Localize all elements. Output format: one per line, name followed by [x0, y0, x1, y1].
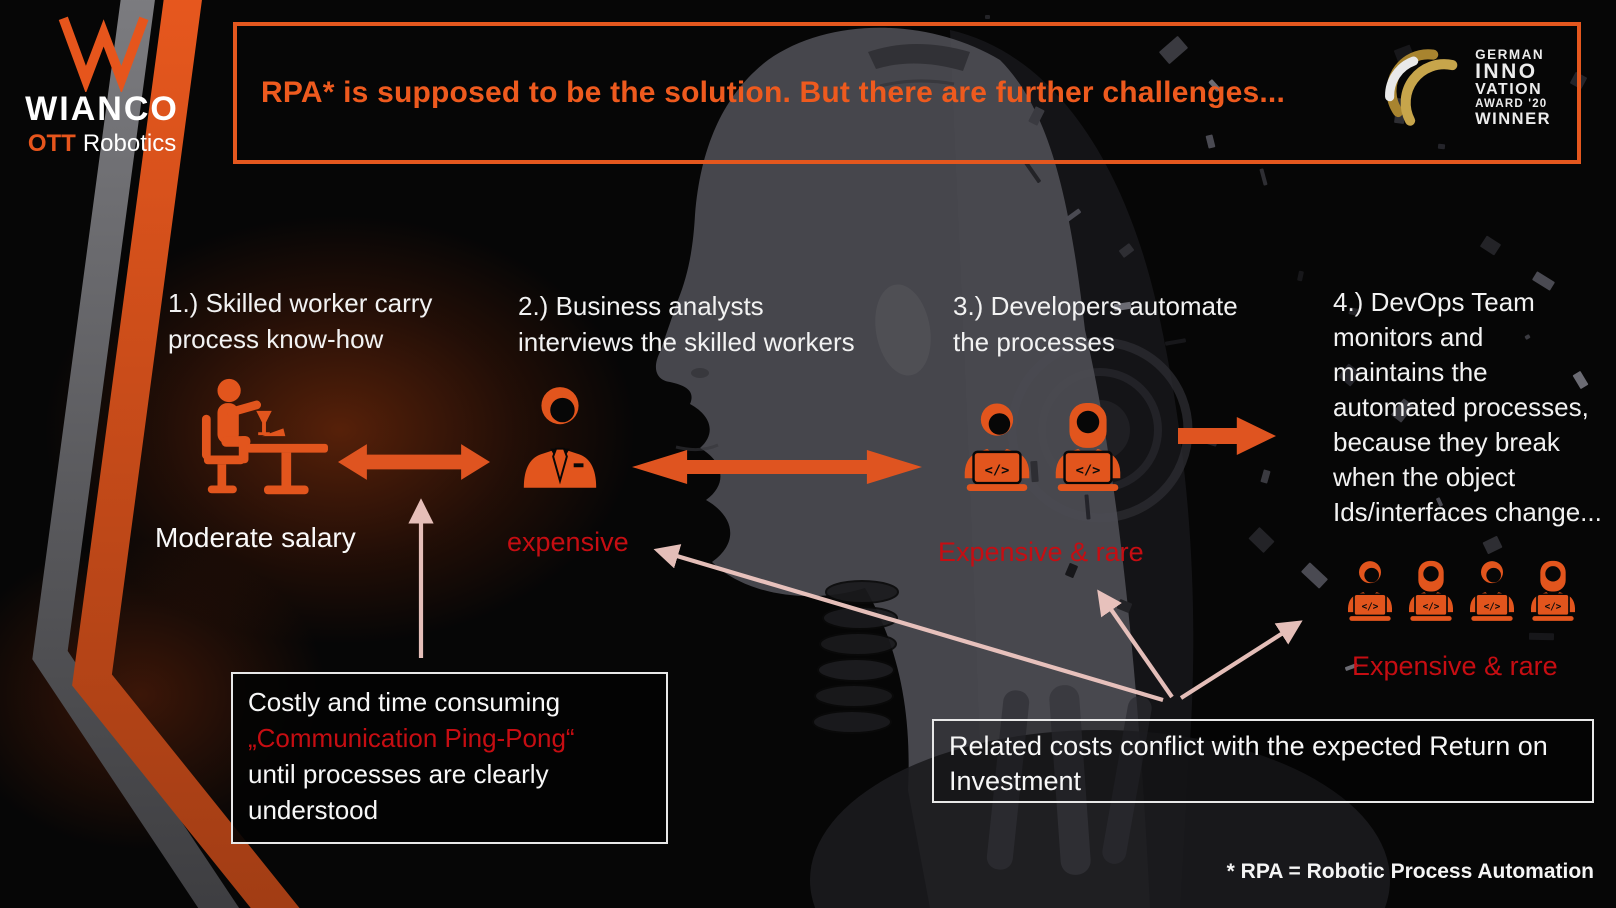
brand-name: WIANCO	[25, 90, 179, 128]
text-line: Costly and time consuming	[248, 687, 561, 717]
step-4-cost-note: Expensive & rare	[1352, 651, 1558, 681]
text-line: because they break	[1333, 427, 1560, 457]
award-text: GERMAN INNO VATION AWARD '20 WINNER	[1475, 48, 1551, 128]
text-line: monitors and	[1333, 322, 1484, 352]
text-line: 4.) DevOps Team	[1333, 287, 1535, 317]
text-line: „Communication Ping-Pong“	[248, 723, 575, 753]
arrow-rightbox-to-step2	[653, 544, 1164, 703]
text-line: when the object	[1333, 462, 1516, 492]
communication-callout-box: Costly and time consuming „Communication …	[231, 672, 668, 844]
rpa-footnote: * RPA = Robotic Process Automation	[1226, 860, 1594, 883]
award-line: VATION	[1475, 81, 1543, 98]
text-line: Related costs conflict with the expected…	[949, 731, 1548, 761]
text-line: automated processes,	[1333, 392, 1589, 422]
text-line: Investment	[949, 766, 1082, 796]
text-line: understood	[248, 795, 379, 825]
wianco-w-icon	[58, 16, 149, 92]
arrow-rightbox-to-step3	[1097, 589, 1174, 699]
text-line: until processes are clearly	[248, 759, 549, 789]
award-line: AWARD '20	[1475, 98, 1548, 110]
award-line: GERMAN	[1475, 47, 1545, 62]
text-line: Ids/interfaces change...	[1333, 497, 1602, 527]
roi-callout-box: Related costs conflict with the expected…	[932, 719, 1594, 803]
award-line: INNO	[1475, 60, 1538, 83]
award-line: WINNER	[1475, 110, 1551, 128]
arrow-rightbox-to-step4	[1179, 620, 1303, 700]
